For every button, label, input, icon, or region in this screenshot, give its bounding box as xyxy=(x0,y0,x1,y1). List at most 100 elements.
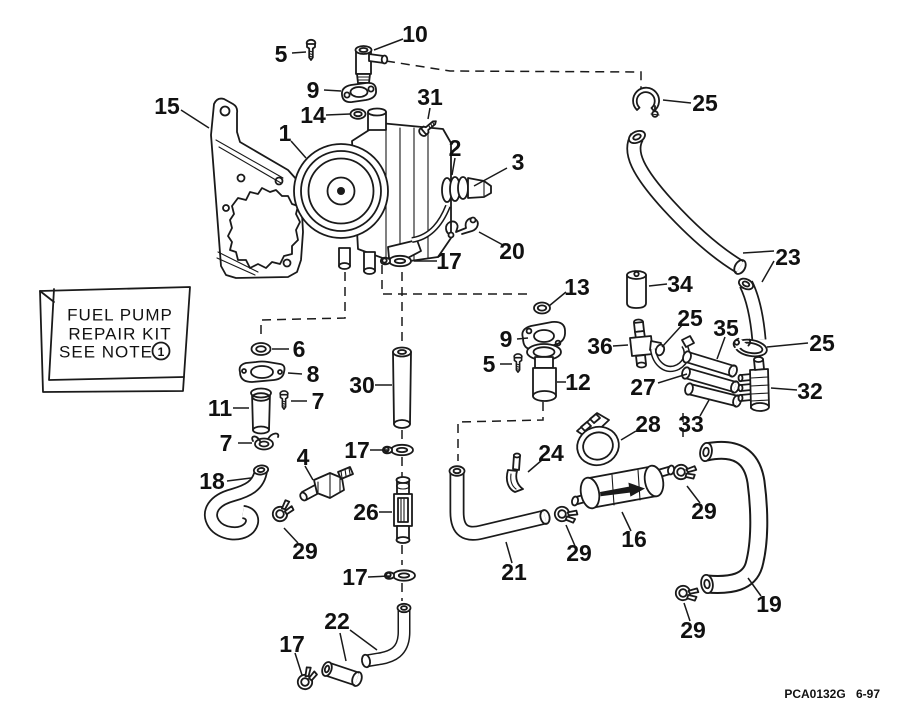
note-circle xyxy=(151,341,171,361)
callout-18: 18 xyxy=(199,468,225,494)
callout-7-b: 7 xyxy=(220,430,233,456)
callout-35: 35 xyxy=(713,315,739,341)
callout-8: 8 xyxy=(307,361,320,387)
fuel-pump-assembly xyxy=(293,107,452,275)
cap-34 xyxy=(626,270,647,309)
callout-17-c: 17 xyxy=(342,564,368,590)
pressure-sensor xyxy=(441,176,492,203)
clamp-28 xyxy=(576,412,620,467)
connector-26 xyxy=(393,476,413,544)
hose-23-upper xyxy=(626,129,747,275)
leader-lines xyxy=(180,38,809,676)
callout-14: 14 xyxy=(300,102,326,128)
callout-11: 11 xyxy=(208,395,233,421)
tube-30 xyxy=(392,346,412,429)
clamp-29-d xyxy=(673,583,700,604)
screw-5-top xyxy=(305,38,317,61)
tee-fitting-36 xyxy=(629,318,662,369)
figure-code: PCA0132G xyxy=(784,687,845,701)
callout-24: 24 xyxy=(538,440,564,466)
note-number: 1 xyxy=(158,345,165,359)
mounting-bracket xyxy=(210,97,304,279)
hose-19 xyxy=(699,440,769,595)
hose-35 xyxy=(682,350,738,378)
callout-29-d: 29 xyxy=(680,617,706,643)
o-ring-6 xyxy=(250,342,272,356)
fitting-32 xyxy=(737,356,770,412)
clamp-25-mid xyxy=(654,343,666,357)
callout-33: 33 xyxy=(678,411,704,437)
callout-4: 4 xyxy=(297,444,310,470)
callout-23: 23 xyxy=(775,244,801,270)
callout-31: 31 xyxy=(417,84,443,110)
o-ring-14 xyxy=(349,108,367,120)
callout-36: 36 xyxy=(587,333,613,359)
callout-12: 12 xyxy=(565,369,591,395)
callout-22: 22 xyxy=(324,608,350,634)
callout-6: 6 xyxy=(293,336,306,362)
callout-32: 32 xyxy=(797,378,823,404)
callout-29-a: 29 xyxy=(292,538,318,564)
assembly-dashed-lines xyxy=(260,60,684,601)
tube-22 xyxy=(321,661,363,687)
clamp-17-a xyxy=(379,254,412,268)
callout-9-mid: 9 xyxy=(500,326,513,352)
callout-13: 13 xyxy=(564,274,590,300)
callout-34: 34 xyxy=(667,271,693,297)
callout-20: 20 xyxy=(499,238,525,264)
hose-18 xyxy=(203,464,270,541)
hose-21 xyxy=(448,465,551,541)
callout-3: 3 xyxy=(512,149,525,175)
fitting-4 xyxy=(299,466,354,502)
kit-box-line1: FUEL PUMP xyxy=(67,306,173,325)
figure-date: 6-97 xyxy=(856,687,880,701)
callout-30: 30 xyxy=(349,372,375,398)
clamp-7 xyxy=(251,432,280,451)
fitting-12 xyxy=(526,343,562,402)
callout-17-a: 17 xyxy=(436,248,462,274)
screw-7 xyxy=(279,390,289,410)
callout-16: 16 xyxy=(621,526,647,552)
callout-2: 2 xyxy=(449,135,462,161)
callout-26: 26 xyxy=(353,499,379,525)
o-ring-13 xyxy=(533,301,551,315)
callout-29-c: 29 xyxy=(566,540,592,566)
callout-25-right: 25 xyxy=(809,330,835,356)
figure-footer: PCA0132G 6-97 xyxy=(784,687,880,701)
clamp-17-d xyxy=(294,664,321,693)
kit-box-line2: REPAIR KIT xyxy=(68,325,171,344)
clamp-25-top xyxy=(632,86,660,118)
gasket-9-top xyxy=(341,81,377,104)
callout-1: 1 xyxy=(279,120,292,146)
callout-15: 15 xyxy=(154,93,180,119)
callout-17-d: 17 xyxy=(279,631,305,657)
clip-20 xyxy=(445,216,479,239)
callout-27: 27 xyxy=(630,374,656,400)
callout-7-a: 7 xyxy=(312,388,325,414)
callout-21: 21 xyxy=(501,559,527,585)
hose-27 xyxy=(681,366,740,394)
clamp-29-a xyxy=(268,497,298,526)
screw-5-mid xyxy=(513,353,523,373)
callout-28: 28 xyxy=(635,411,661,437)
fuel-filter-16 xyxy=(571,464,675,510)
clamp-25-right xyxy=(732,333,768,358)
callout-17-b: 17 xyxy=(344,437,370,463)
callout-19: 19 xyxy=(756,591,782,617)
hose-22 xyxy=(361,602,412,669)
fitting-11 xyxy=(250,387,272,435)
callout-5-mid: 5 xyxy=(483,351,496,377)
clamp-29-c xyxy=(552,504,580,526)
gasket-8 xyxy=(238,360,286,383)
callout-25-top: 25 xyxy=(692,90,718,116)
clip-24 xyxy=(505,452,524,493)
repair-kit-box: FUEL PUMP REPAIR KIT SEE NOTE 1 xyxy=(39,286,191,393)
callout-25-mid: 25 xyxy=(677,305,703,331)
clamp-29-b xyxy=(672,463,698,482)
hose-23-lower xyxy=(738,277,767,341)
callout-5-top: 5 xyxy=(275,41,288,67)
callout-10: 10 xyxy=(402,21,428,47)
